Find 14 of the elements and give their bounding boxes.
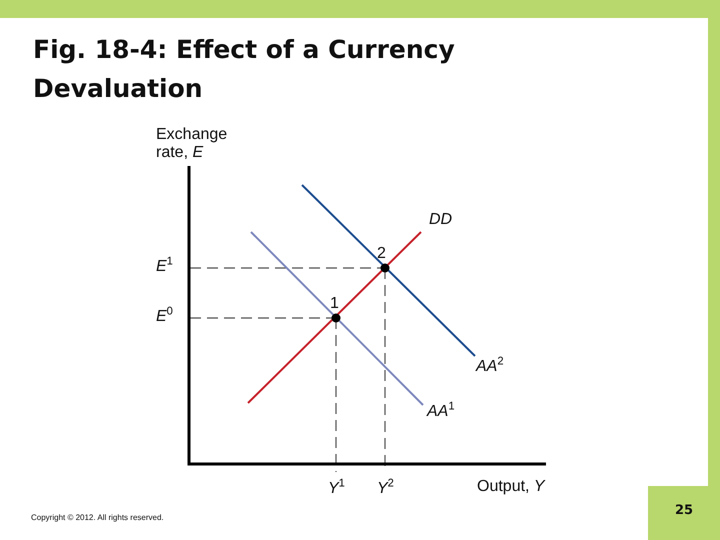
- point-label: 1: [330, 295, 339, 313]
- axis-label: Output, Y: [477, 478, 545, 496]
- copyright-note: Copyright © 2012. All rights reserved.: [31, 513, 164, 523]
- axis-value-label: E$^{1}$: [156, 258, 173, 276]
- axis-value-label: Y$^{2}$: [377, 480, 394, 498]
- point-label: 2: [377, 245, 386, 263]
- axis-value-label: Y$^{1}$: [328, 480, 345, 498]
- slide-title: Fig. 18-4: Effect of a Currency Devaluation: [33, 34, 456, 105]
- curve-label: AA$^{2}$: [476, 358, 504, 376]
- curve-label: DD: [429, 211, 452, 229]
- axis-value-label: E$^{0}$: [156, 308, 173, 326]
- page-number: 25: [648, 486, 720, 540]
- curve-label: AA$^{1}$: [427, 403, 455, 421]
- axis-label: Exchange rate, E: [156, 126, 228, 162]
